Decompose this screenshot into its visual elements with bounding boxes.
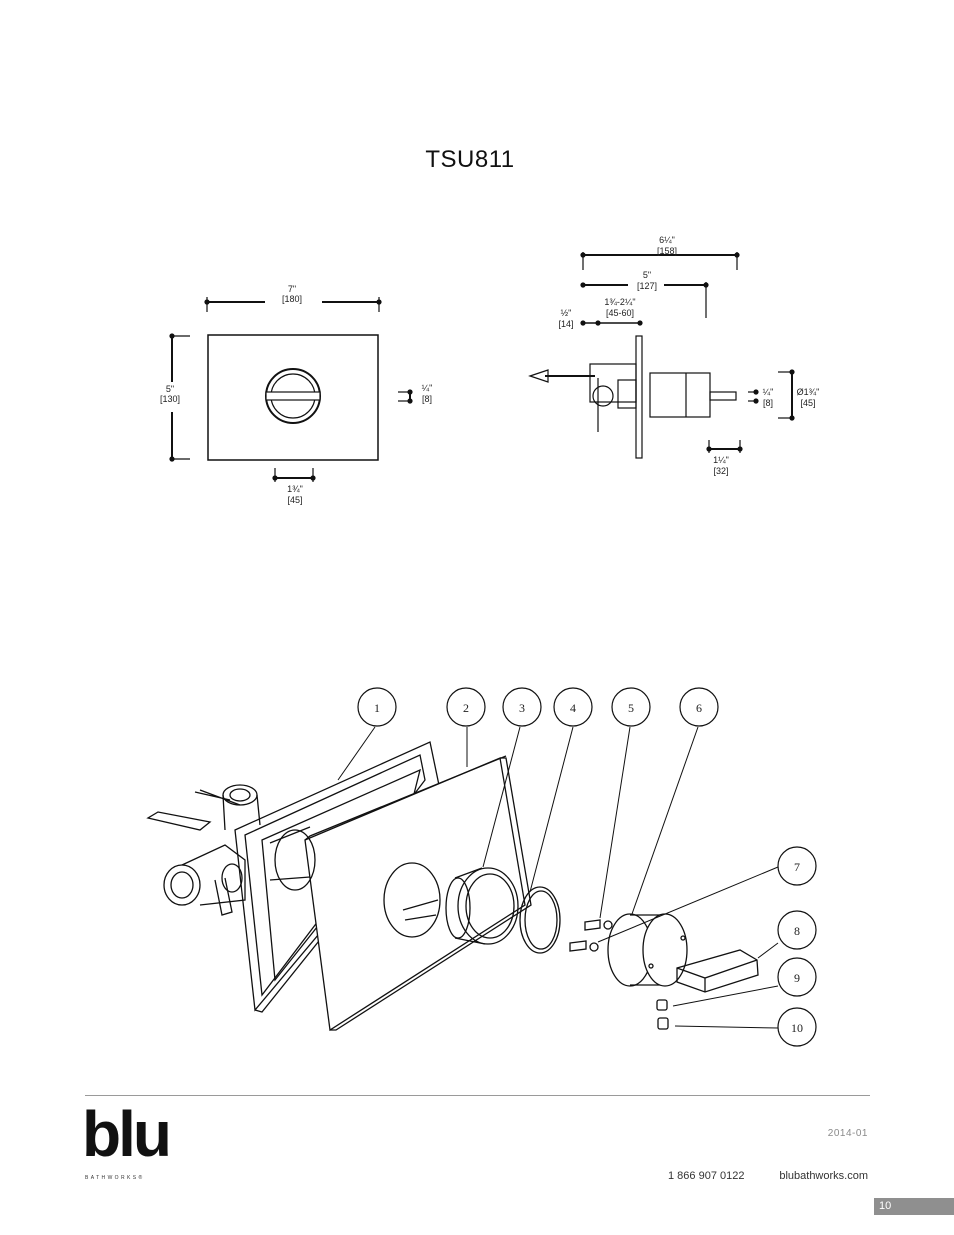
front-handle-in: 1¾" (287, 484, 303, 494)
handle-cap (607, 913, 688, 987)
callout-4: 4 (570, 701, 576, 715)
side-proj-in: 1¼" (713, 455, 729, 465)
side-dia-in: Ø1¾" (797, 387, 820, 397)
side-plate-mm: [8] (763, 398, 773, 408)
technical-drawing: 7" [180] 5" [130] ¼" [8] 1¾" [45] 6¼" [1… (146, 235, 820, 1047)
leader-lines (337, 726, 779, 1029)
trim-plate-exploded (269, 755, 532, 1032)
side-dia-mm: [45] (800, 398, 815, 408)
front-width-in: 7" (288, 284, 296, 294)
document-date: 2014-01 (827, 1128, 868, 1139)
side-wall-mm: [14] (558, 319, 573, 329)
handle-lever (265, 391, 321, 401)
front-depth-mm: [8] (422, 394, 432, 404)
side-proj-mm: [32] (713, 466, 728, 476)
side-body (649, 372, 711, 418)
front-view (169, 297, 413, 482)
side-lever (709, 391, 737, 401)
callout-5: 5 (628, 701, 634, 715)
side-range-in: 1¾-2¼" (604, 297, 635, 307)
valve-body (146, 784, 261, 916)
page-number-box (874, 1198, 954, 1215)
footer-divider (85, 1095, 870, 1096)
exploded-view (146, 726, 779, 1032)
callout-2: 2 (463, 701, 469, 715)
side-plate (635, 335, 643, 459)
brand-logo: blu (82, 1098, 172, 1170)
callout-8: 8 (794, 924, 800, 938)
side-range-mm: [45-60] (606, 308, 634, 318)
sleeve (445, 867, 519, 945)
callout-10: 10 (791, 1021, 803, 1035)
callout-9: 9 (794, 971, 800, 985)
side-overall-in: 6¼" (659, 235, 675, 245)
brand-logo-sub: BATHWORKS® (85, 1175, 145, 1181)
phone-number: 1 866 907 0122 (668, 1170, 745, 1182)
side-mid-mm: [127] (637, 281, 657, 291)
side-wall-in: ½" (561, 308, 572, 318)
front-height-mm: [130] (160, 394, 180, 404)
callout-6: 6 (696, 701, 702, 715)
front-height-in: 5" (166, 384, 174, 394)
front-width-mm: [180] (282, 294, 302, 304)
page-number: 10 (879, 1200, 892, 1212)
side-plate-in: ¼" (763, 387, 774, 397)
side-overall-mm: [158] (657, 246, 677, 256)
screws (569, 919, 613, 952)
callouts (357, 687, 817, 1047)
side-mid-in: 5" (643, 270, 651, 280)
website-link[interactable]: blubathworks.com (779, 1170, 868, 1182)
small-parts (656, 999, 669, 1030)
model-title: TSU811 (425, 146, 515, 173)
callout-7: 7 (794, 860, 800, 874)
front-handle-mm: [45] (287, 495, 302, 505)
front-depth-in: ¼" (422, 383, 433, 393)
callout-1: 1 (374, 701, 380, 715)
ring (519, 886, 561, 954)
trim-plate (207, 334, 379, 461)
side-view (528, 252, 795, 459)
callout-3: 3 (519, 701, 525, 715)
lever (676, 949, 759, 993)
